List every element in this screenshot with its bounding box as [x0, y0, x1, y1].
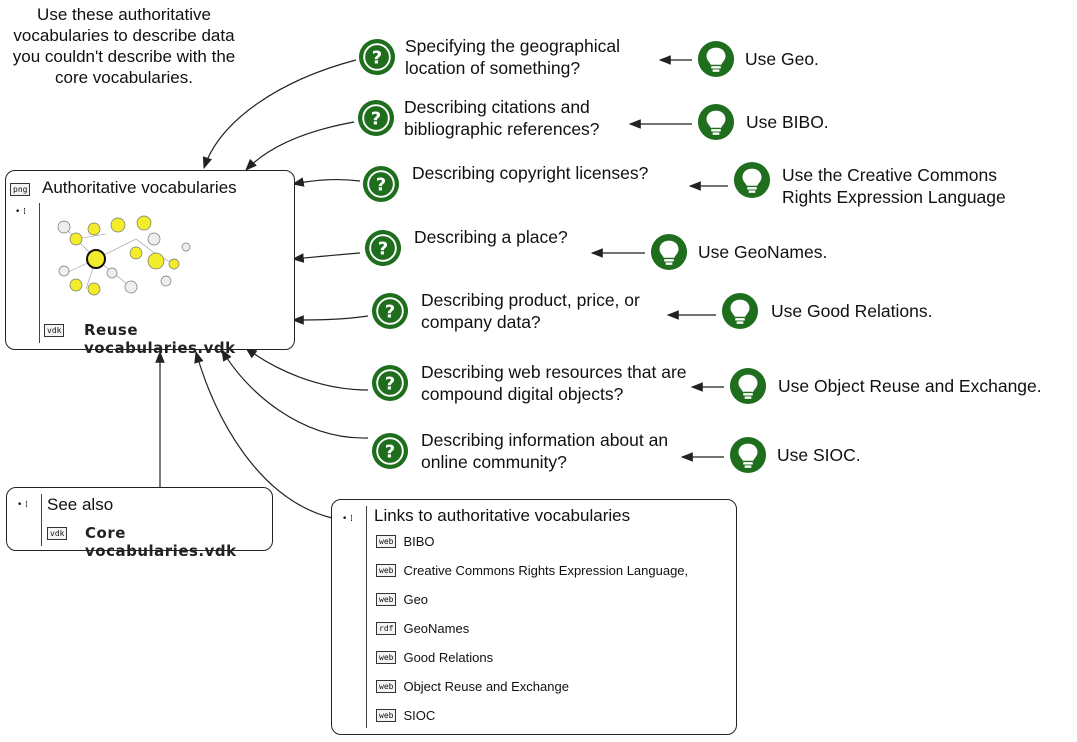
main-file-link[interactable]: Reuse vocabularies.vdk: [84, 321, 236, 357]
link-item[interactable]: rdf GeoNames: [376, 621, 469, 636]
svg-text:?: ?: [378, 239, 388, 260]
curve-q1: [202, 59, 357, 170]
lightbulb-icon: [721, 292, 759, 335]
question-mark-icon: ?: [371, 364, 409, 407]
svg-text:?: ?: [376, 175, 386, 196]
question-text: Describing information about an online c…: [421, 430, 669, 472]
question-text: Describing a place?: [414, 227, 568, 247]
question-text: Describing citations and bibliographic r…: [404, 97, 600, 139]
main-topic-box[interactable]: png Authoritative vocabularies • ⁞: [5, 170, 295, 357]
lightbulb-icon: [697, 40, 735, 83]
link-type-tag: web: [376, 535, 397, 548]
link-label: Good Relations: [403, 650, 494, 665]
link-type-tag: web: [376, 564, 397, 577]
lightbulb-icon: [650, 233, 688, 276]
svg-text:?: ?: [372, 48, 382, 69]
links-box-title: Links to authoritative vocabularies: [374, 506, 631, 525]
lightbulb-icon: [733, 161, 771, 204]
link-type-tag: web: [376, 651, 397, 664]
link-label: SIOC: [403, 708, 436, 723]
question-text: Describing copyright licenses?: [412, 163, 649, 183]
curve-q7: [221, 348, 369, 439]
answer-text: Use GeoNames.: [698, 242, 828, 262]
curve-q6: [245, 347, 369, 391]
main-box-title: Authoritative vocabularies: [42, 178, 237, 197]
lightbulb-icon: [729, 436, 767, 479]
see-also-box[interactable]: • ⁞ See also vdk Core vocabularies.vdk: [6, 487, 273, 560]
link-label: Creative Commons Rights Expression Langu…: [403, 563, 689, 578]
link-type-tag: web: [376, 593, 397, 606]
png-tag: png: [10, 183, 31, 196]
vdk-tag: vdk: [44, 324, 65, 337]
answer-text: Use Good Relations.: [771, 301, 933, 321]
svg-text:?: ?: [385, 442, 395, 463]
link-item[interactable]: web BIBO: [376, 534, 435, 549]
link-item[interactable]: web Creative Commons Rights Expression La…: [376, 563, 688, 578]
links-divider: [366, 506, 367, 728]
link-type-tag: web: [376, 680, 397, 693]
lightbulb-icon: [697, 103, 735, 146]
main-box-divider: [39, 203, 40, 343]
link-label: Geo: [403, 592, 429, 607]
link-label: Object Reuse and Exchange: [403, 679, 569, 694]
svg-text:?: ?: [385, 374, 395, 395]
expand-handle-icon[interactable]: • ⁞: [17, 500, 29, 510]
svg-text:?: ?: [385, 302, 395, 323]
link-type-tag: rdf: [376, 622, 397, 635]
question-text: Describing product, price, or company da…: [421, 290, 640, 332]
curve-q2: [245, 121, 355, 171]
answer-text: Use the Creative Commons Rights Expressi…: [782, 165, 1006, 207]
curve-q5: [291, 315, 369, 325]
curve-links: [194, 350, 333, 519]
expand-handle-icon[interactable]: • ⁞: [15, 207, 27, 217]
svg-text:?: ?: [371, 109, 381, 130]
curve-q3: [291, 177, 361, 187]
curve-q4: [291, 252, 361, 263]
link-item[interactable]: web SIOC: [376, 708, 435, 723]
answer-text: Use Geo.: [745, 49, 819, 69]
vdk-tag: vdk: [47, 527, 68, 540]
question-text: Specifying the geographical location of …: [405, 36, 621, 78]
question-mark-icon: ?: [358, 38, 396, 81]
question-mark-icon: ?: [357, 99, 395, 142]
link-type-tag: web: [376, 709, 397, 722]
expand-handle-icon[interactable]: • ⁞: [342, 514, 354, 524]
answer-text: Use Object Reuse and Exchange.: [778, 376, 1042, 396]
intro-text: Use these authoritative vocabularies to …: [12, 5, 236, 87]
links-box[interactable]: • ⁞ Links to authoritative vocabularies …: [331, 499, 737, 735]
lightbulb-icon: [729, 367, 767, 410]
question-text: Describing web resources that are compou…: [421, 362, 687, 404]
see-also-divider: [41, 494, 42, 546]
question-mark-icon: ?: [362, 165, 400, 208]
see-also-file-link[interactable]: Core vocabularies.vdk: [85, 524, 237, 560]
link-label: BIBO: [403, 534, 435, 549]
answer-text: Use BIBO.: [746, 112, 829, 132]
link-item[interactable]: web Geo: [376, 592, 428, 607]
link-item[interactable]: web Good Relations: [376, 650, 493, 665]
link-label: GeoNames: [403, 621, 470, 636]
question-mark-icon: ?: [371, 432, 409, 475]
graph-thumbnail: [57, 215, 191, 296]
answer-text: Use SIOC.: [777, 445, 861, 465]
question-mark-icon: ?: [364, 229, 402, 272]
see-also-title: See also: [47, 495, 114, 514]
question-mark-icon: ?: [371, 292, 409, 335]
link-item[interactable]: web Object Reuse and Exchange: [376, 679, 569, 694]
